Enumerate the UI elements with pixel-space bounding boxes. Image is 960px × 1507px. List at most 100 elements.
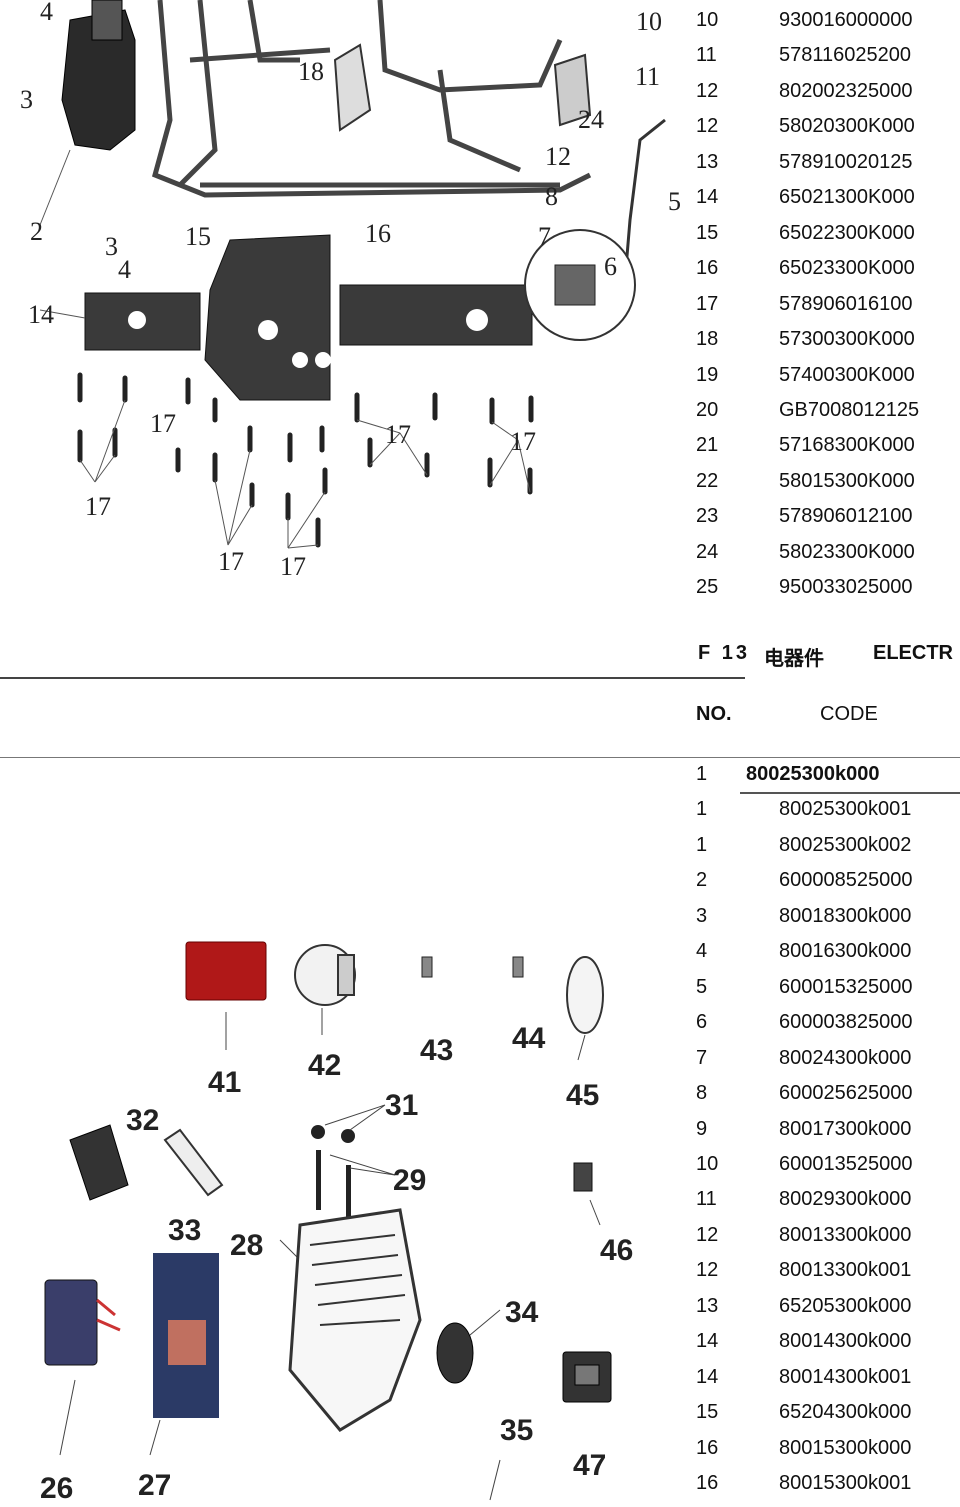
part-code: 578910020125 — [779, 150, 913, 173]
callout-17c: 17 — [218, 547, 244, 576]
table-row: 18 57300300K000 — [680, 322, 960, 357]
column-header-no: NO. — [696, 703, 732, 725]
part-code: 80025300k000 — [746, 763, 880, 785]
part-code: 950033025000 — [779, 576, 913, 599]
part-no: 18 — [696, 328, 719, 351]
part-code: 80015300k001 — [779, 1472, 912, 1494]
part-no: 11 — [696, 1188, 717, 1211]
callout-46: 46 — [600, 1234, 633, 1267]
leader-lines — [39, 149, 531, 549]
part-no: 20 — [696, 398, 719, 421]
part-code: GB7008012125 — [779, 398, 920, 421]
part-no: 17 — [696, 292, 719, 315]
part-no: 25 — [696, 576, 719, 599]
part-no: 14 — [696, 1330, 719, 1353]
frame-tubes — [152, 0, 592, 198]
part-code: 58020300K000 — [779, 115, 915, 138]
part-code: 578116025200 — [779, 44, 911, 67]
part-code: 930016000000 — [779, 9, 913, 31]
section-title-cn: 电器件 — [764, 648, 824, 670]
column-header-code: CODE — [820, 703, 878, 725]
callout-10: 10 — [636, 7, 662, 36]
part-code: 600025625000 — [779, 1082, 913, 1105]
part-code: 58015300K000 — [779, 469, 915, 492]
callout-4: 4 — [40, 0, 53, 26]
part-code: 600003825000 — [779, 1011, 913, 1034]
callout-6: 6 — [604, 252, 617, 281]
callout-17e: 17 — [385, 420, 411, 449]
callout-29: 29 — [393, 1164, 426, 1197]
part-no: 21 — [696, 434, 719, 457]
part-no: 24 — [696, 540, 719, 563]
part-code: 80024300k000 — [779, 1046, 912, 1069]
cable-5 — [623, 118, 666, 281]
callout-17a: 17 — [150, 409, 176, 438]
part-no: 4 — [696, 940, 708, 963]
part-no: 1 — [696, 798, 708, 821]
part-no: 5 — [696, 975, 708, 998]
part-code: 80013300k000 — [779, 1223, 912, 1246]
part-no: 1 — [696, 763, 708, 785]
part-code: 578906012100 — [779, 505, 913, 528]
part-code: 57300300K000 — [779, 328, 915, 351]
callout-44: 44 — [512, 1022, 546, 1055]
engine-block — [61, 0, 136, 151]
part-no: 12 — [696, 79, 719, 102]
ecu-26 — [44, 1279, 121, 1366]
callout-32: 32 — [126, 1104, 159, 1137]
table-row: 19 57400300K000 — [680, 358, 960, 393]
callout-35: 35 — [500, 1414, 533, 1447]
callout-4b: 4 — [118, 255, 131, 284]
part-code: 600013525000 — [779, 1152, 913, 1175]
part-no: 16 — [696, 1472, 719, 1494]
part-no: 15 — [696, 221, 719, 244]
part-no: 19 — [696, 363, 719, 386]
table-row: 16 80015300k001 — [680, 1466, 960, 1501]
part-no: 3 — [696, 904, 708, 927]
part-code: 80025300k001 — [779, 798, 912, 821]
part-no: 1 — [696, 833, 708, 856]
part-code: 80014300k001 — [779, 1365, 912, 1388]
table-row: 20 GB7008012125 — [680, 393, 960, 428]
section-title-en: ELECTR — [873, 642, 953, 664]
part-code: 57400300K000 — [779, 363, 915, 386]
callout-34: 34 — [505, 1296, 539, 1329]
part-no: 12 — [696, 115, 719, 138]
table-row: 13 578910020125 — [680, 145, 960, 180]
callout-43: 43 — [420, 1034, 453, 1067]
callout-8: 8 — [545, 182, 558, 211]
part-no: 12 — [696, 1259, 719, 1282]
header-rule — [0, 757, 960, 758]
part-no: 13 — [696, 150, 719, 173]
callout-28: 28 — [230, 1229, 263, 1262]
part-no: 10 — [696, 1152, 719, 1175]
bulb-43 — [421, 956, 433, 978]
part-no: 13 — [696, 1294, 719, 1317]
horn-34 — [436, 1322, 474, 1384]
table-row: 12 80013300k000 — [680, 1218, 960, 1253]
table-row: 1 80025300k001 — [680, 792, 960, 827]
part-no: 12 — [696, 1223, 719, 1246]
bolts-29-31 — [311, 1125, 355, 1225]
grip-33 — [163, 1128, 224, 1197]
electric-exploded-diagram: 41 42 43 44 45 31 32 29 33 28 46 34 26 2… — [40, 941, 633, 1505]
first-row-rule — [740, 792, 960, 794]
skid-plates — [84, 234, 533, 401]
callout-47: 47 — [573, 1449, 606, 1482]
part-code: 80015300k000 — [779, 1436, 912, 1459]
